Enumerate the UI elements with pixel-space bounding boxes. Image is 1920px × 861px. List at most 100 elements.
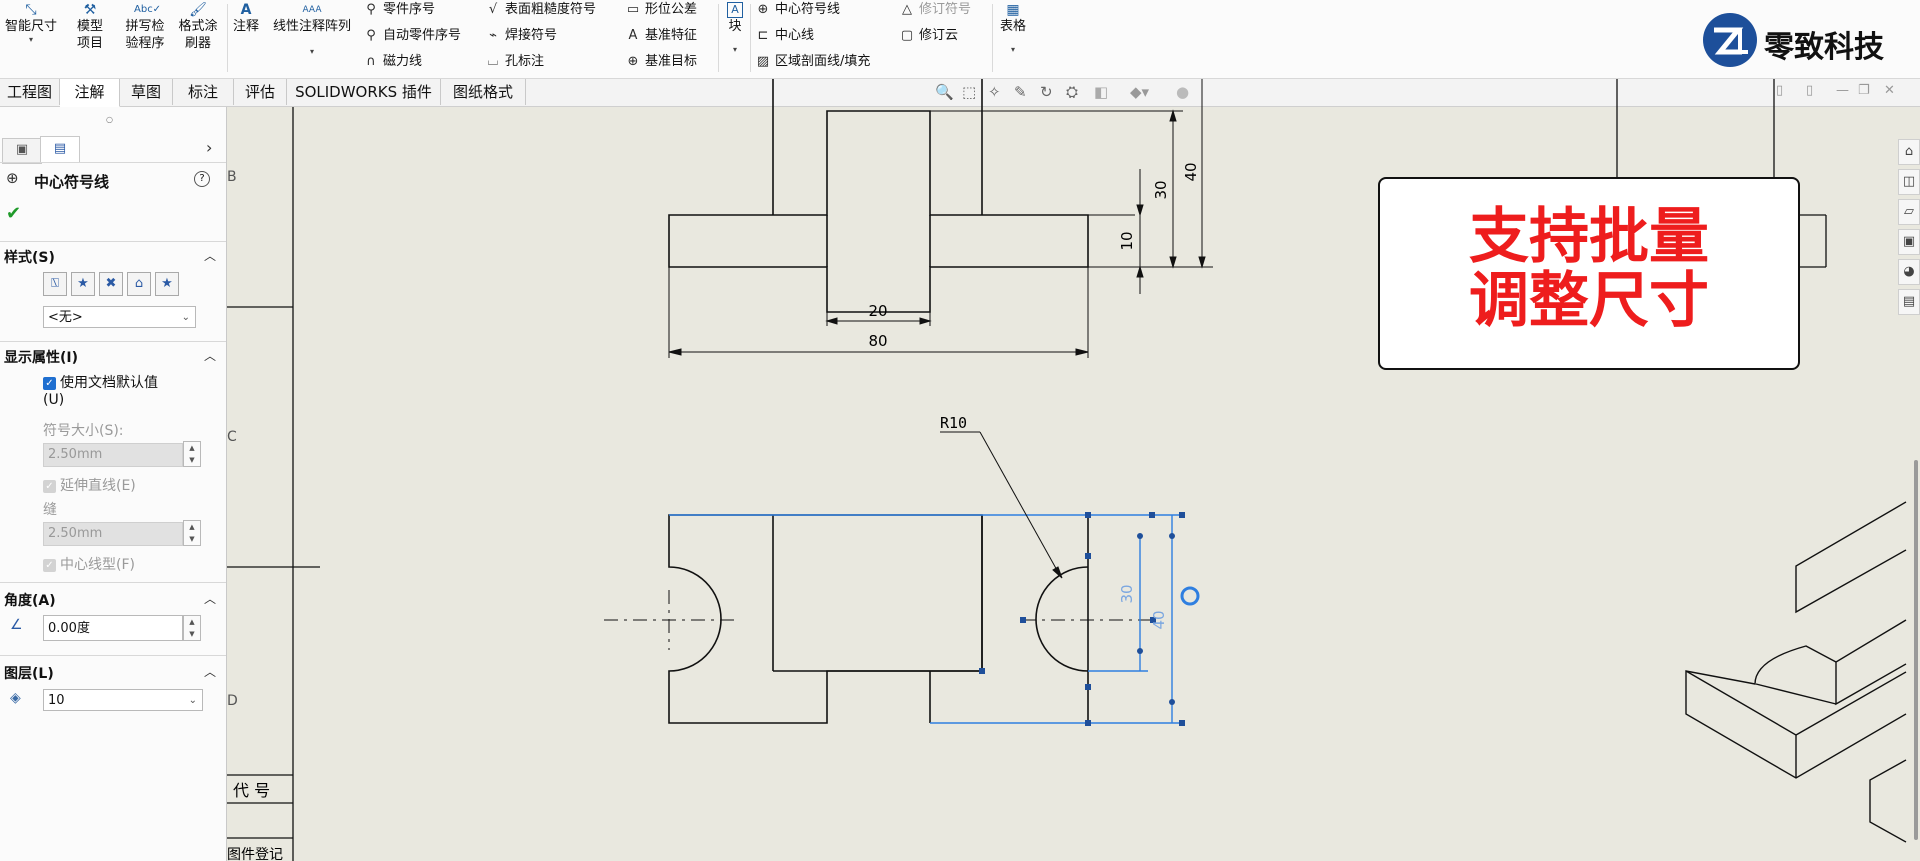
- rotate-icon[interactable]: ↻: [1040, 83, 1053, 101]
- zoom-area-icon[interactable]: ⬚: [962, 83, 977, 101]
- file-explorer-icon[interactable]: ▱: [1898, 199, 1920, 225]
- linear-note-pattern-button[interactable]: AAA 线性注释阵列 ▾: [268, 0, 356, 57]
- dim-10[interactable]: 10: [1118, 231, 1136, 250]
- 3d-parts-icon[interactable]: ◫: [1898, 169, 1920, 195]
- style-select[interactable]: <无> ⌄: [43, 306, 196, 328]
- note-button[interactable]: A 注释: [232, 2, 259, 34]
- minimize-icon[interactable]: —: [1836, 83, 1849, 98]
- collapse-icon[interactable]: ︿: [203, 349, 216, 363]
- collapse-icon[interactable]: ︿: [203, 249, 216, 263]
- load-style-icon[interactable]: ★: [155, 272, 179, 296]
- layer-header[interactable]: 图层(L): [4, 666, 54, 682]
- angle-header[interactable]: 角度(A): [4, 593, 56, 609]
- custom-properties-icon[interactable]: ▤: [1898, 289, 1920, 315]
- apply-default-style-icon[interactable]: ⍂: [43, 272, 67, 296]
- close-icon[interactable]: ✕: [1884, 83, 1895, 98]
- title-block-code: 代 号: [233, 781, 270, 800]
- scrollbar[interactable]: [1914, 460, 1918, 840]
- dim-20[interactable]: 20: [868, 302, 887, 320]
- hole-callout-button[interactable]: ⌴孔标注: [484, 50, 544, 74]
- drawing-canvas[interactable]: 代 号 图件登记 B C D 40 30 10 20 80: [227, 79, 1920, 861]
- display-attributes-header[interactable]: 显示属性(I): [4, 350, 79, 366]
- datum-target-button[interactable]: ⊕基准目标: [624, 50, 697, 74]
- gap-field[interactable]: 2.50mm: [43, 522, 183, 546]
- view-palette-icon[interactable]: ▣: [1898, 229, 1920, 255]
- radius-leader[interactable]: [940, 431, 1063, 579]
- centerline-button[interactable]: ⊏中心线: [754, 24, 814, 48]
- panel-grip-icon[interactable]: ○: [106, 115, 113, 124]
- table-button[interactable]: ▦ 表格 ▾: [996, 0, 1030, 55]
- top-view[interactable]: [668, 514, 1089, 724]
- angle-field[interactable]: 0.00度: [43, 615, 183, 641]
- style-header[interactable]: 样式(S): [4, 250, 55, 266]
- dim-80[interactable]: 80: [868, 332, 887, 350]
- geometric-tolerance-button[interactable]: ▭形位公差: [624, 0, 697, 22]
- feature-manager-tab-icon[interactable]: ▣: [2, 138, 42, 164]
- save-style-icon[interactable]: ⌂: [127, 272, 151, 296]
- gap-spinner[interactable]: ▲▼: [183, 520, 201, 546]
- appearances-icon[interactable]: ◕: [1898, 259, 1920, 285]
- pan-icon[interactable]: ✎: [1014, 83, 1027, 101]
- area-hatch-button[interactable]: ▨区域剖面线/填充: [754, 50, 871, 74]
- zoom-to-fit-icon[interactable]: 🔍: [935, 83, 954, 101]
- tab-solidworks-addins[interactable]: SOLIDWORKS 插件: [287, 79, 441, 105]
- magnetic-line-button[interactable]: ∩磁力线: [362, 50, 422, 74]
- scene-icon[interactable]: ●: [1176, 83, 1190, 101]
- smart-dimension-button[interactable]: ⤡ 智能尺寸 ▾: [2, 0, 60, 45]
- revision-cloud-button[interactable]: ▢修订云: [898, 24, 958, 48]
- divider: [0, 655, 226, 656]
- tab-sketch[interactable]: 草图: [120, 79, 173, 105]
- window-tile-icon[interactable]: ▯: [1776, 83, 1784, 98]
- tab-annotation[interactable]: 注解: [60, 79, 120, 107]
- block-button[interactable]: A 块 ▾: [722, 0, 748, 55]
- front-view-dimensions[interactable]: [668, 79, 1213, 358]
- surface-finish-button[interactable]: √表面粗糙度符号: [484, 0, 596, 22]
- front-view[interactable]: [668, 79, 1089, 313]
- isometric-view[interactable]: [1685, 501, 1907, 843]
- format-painter-button[interactable]: 🖌 格式涂刷器: [178, 2, 218, 51]
- help-icon[interactable]: ?: [194, 171, 210, 187]
- tab-evaluate[interactable]: 评估: [234, 79, 287, 105]
- symbol-size-spinner[interactable]: ▲▼: [183, 441, 201, 467]
- centerline-font-checkbox[interactable]: ✓中心线型(F): [43, 554, 135, 574]
- selection-handles[interactable]: [979, 512, 1185, 726]
- tab-drawing[interactable]: 工程图: [0, 79, 60, 105]
- weld-symbol-button[interactable]: ⌁焊接符号: [484, 24, 557, 48]
- panel-expand-icon[interactable]: ›: [206, 138, 213, 157]
- dim-30[interactable]: 30: [1152, 180, 1170, 199]
- spell-check-button[interactable]: Abc✓ 拼写检验程序: [125, 4, 165, 51]
- centerline-icon: ⊏: [757, 28, 769, 43]
- collapse-icon[interactable]: ︿: [203, 592, 216, 606]
- extend-lines-checkbox[interactable]: ✓延伸直线(E): [43, 475, 136, 495]
- dim-40[interactable]: 40: [1182, 162, 1200, 181]
- layer-select[interactable]: 10 ⌄: [43, 689, 203, 711]
- add-style-icon[interactable]: ★: [71, 272, 95, 296]
- display-style-icon[interactable]: ⛭: [1066, 83, 1079, 101]
- center-mark-button[interactable]: ⊕中心符号线: [754, 0, 840, 22]
- balloon-button[interactable]: ⚲零件序号: [362, 0, 435, 22]
- hide-show-icon[interactable]: ◧: [1094, 83, 1109, 101]
- window-cascade-icon[interactable]: ▯: [1806, 83, 1814, 98]
- property-manager-tab-icon[interactable]: ▤: [40, 136, 80, 163]
- ok-button[interactable]: ✔: [6, 203, 22, 224]
- revision-symbol-button[interactable]: △修订符号: [898, 0, 971, 22]
- previous-view-icon[interactable]: ✧: [988, 83, 1001, 101]
- dim-40-selected[interactable]: 40: [1150, 610, 1168, 629]
- dim-30-selected[interactable]: 30: [1118, 584, 1136, 603]
- model-items-button[interactable]: ⚒ 模型项目: [76, 2, 103, 51]
- use-document-default-checkbox[interactable]: ✓使用文档默认值(U): [43, 375, 158, 408]
- radius-note[interactable]: R10: [940, 414, 967, 432]
- angle-spinner[interactable]: ▲▼: [183, 615, 201, 641]
- auto-balloon-button[interactable]: ⚲自动零件序号: [362, 24, 461, 48]
- selected-edges[interactable]: [669, 514, 1182, 724]
- tab-sheet-format[interactable]: 图纸格式: [441, 79, 526, 105]
- delete-style-icon[interactable]: ✖: [99, 272, 123, 296]
- restore-icon[interactable]: ❐: [1858, 83, 1870, 98]
- company-logo: 零致科技: [1702, 12, 1912, 68]
- appearance-icon[interactable]: ◆▾: [1130, 83, 1150, 101]
- symbol-size-field[interactable]: 2.50mm: [43, 443, 183, 467]
- tab-markup[interactable]: 标注: [173, 79, 234, 105]
- home-icon[interactable]: ⌂: [1898, 139, 1920, 165]
- collapse-icon[interactable]: ︿: [203, 665, 216, 679]
